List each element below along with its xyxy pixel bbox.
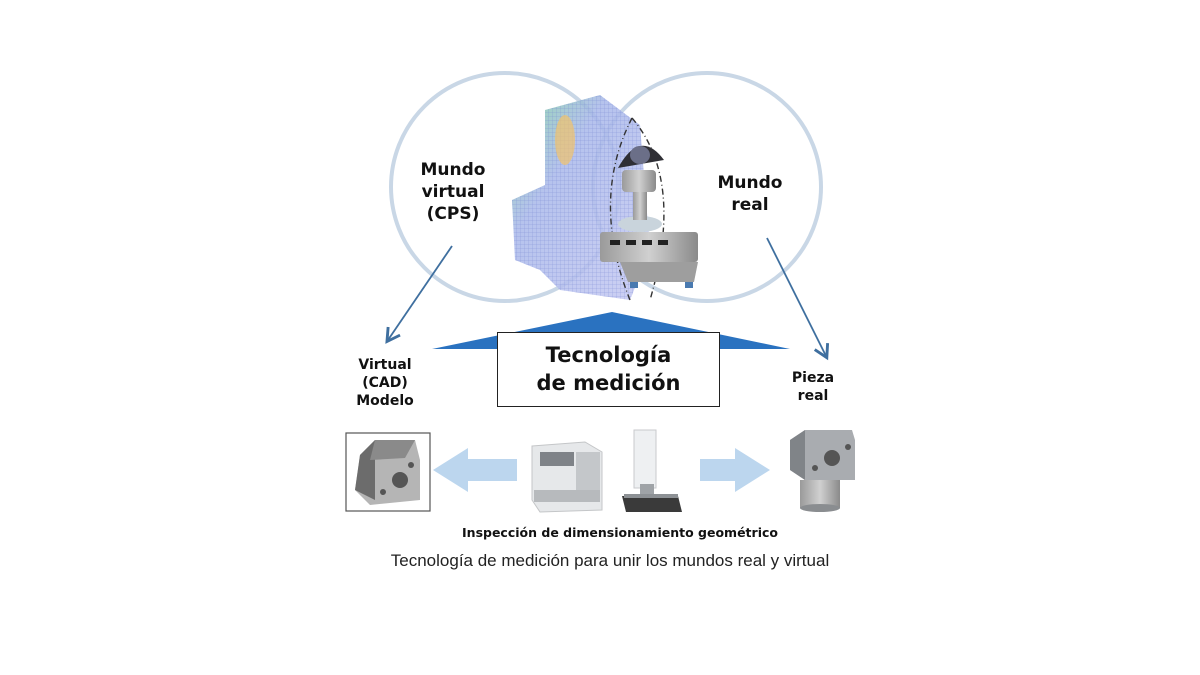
optical-measuring-icon xyxy=(622,429,682,512)
cmm-machine-icon xyxy=(531,441,603,513)
real-world-label: Mundo real xyxy=(717,173,783,215)
cad-model-icon xyxy=(345,432,431,512)
arrow-to-virtual-model xyxy=(385,245,453,344)
arrow-left-block xyxy=(433,448,517,492)
real-part-label: Pieza real xyxy=(791,370,835,404)
arrow-to-real-part xyxy=(766,237,830,361)
virtual-model-label: Virtual (CAD) Modelo xyxy=(356,357,414,409)
inspection-label: Inspección de dimensionamiento geométric… xyxy=(462,525,778,540)
measurement-technology-title: Tecnología de medición xyxy=(536,343,681,395)
virtual-world-label: Mundo virtual (CPS) xyxy=(420,160,486,224)
figure-caption: Tecnología de medición para unir los mun… xyxy=(390,551,830,570)
arrow-right-block xyxy=(700,448,770,492)
cps-measurement-illustration xyxy=(512,95,698,301)
measurement-technology-box: Tecnología de medición xyxy=(497,332,720,407)
real-part-icon xyxy=(790,430,855,512)
